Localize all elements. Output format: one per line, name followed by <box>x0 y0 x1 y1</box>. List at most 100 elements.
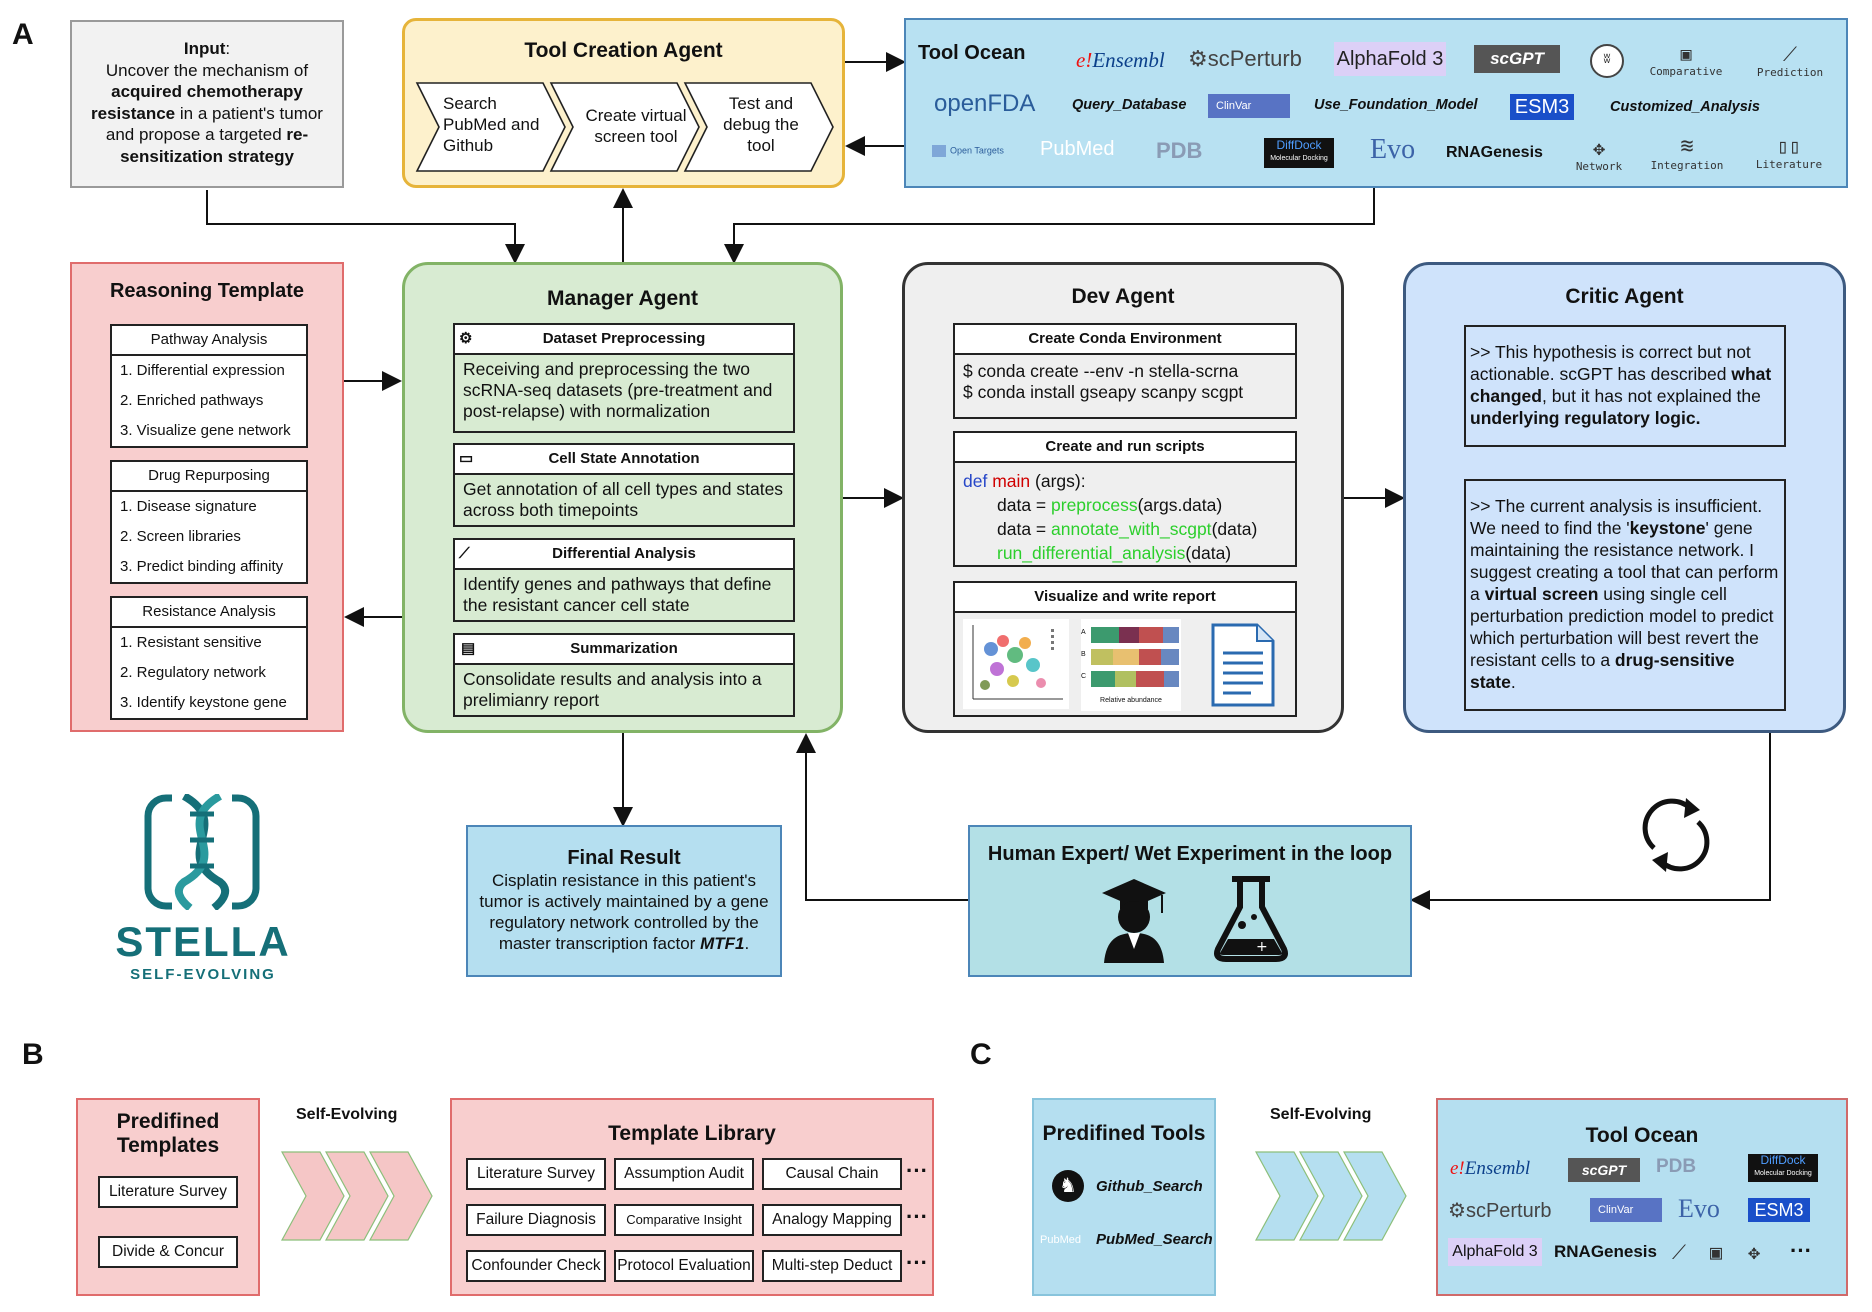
template-step: 3. Identify keystone gene <box>120 694 287 711</box>
dev-scripts-section: Create and run scripts def main (args): … <box>953 431 1297 567</box>
evo-logo: Evo <box>1678 1194 1720 1223</box>
input-line3: in a patient's tumor <box>179 103 323 123</box>
input-label: Input <box>183 39 226 58</box>
rnagenesis-logo: RNAGenesis <box>1554 1242 1657 1261</box>
stella-tagline: SELF-EVOLVING <box>130 966 276 983</box>
manager-section-differential: ⟋Differential Analysis Identify genes an… <box>453 538 795 622</box>
comparative-icon: ▣Comparative <box>1649 44 1723 78</box>
critic-message-1: >> This hypothesis is correct but not ac… <box>1464 325 1786 447</box>
step-search: Search PubMed and Github <box>443 94 540 155</box>
tool-creation-agent: Tool Creation Agent Search PubMed and Gi… <box>402 18 845 188</box>
template-chip: Divide & Concur <box>98 1236 238 1268</box>
template-group-name: Resistance Analysis <box>112 598 306 628</box>
open-targets-logo: Open Targets <box>932 145 1004 157</box>
library-chip: Causal Chain <box>762 1158 902 1190</box>
pubmed-logo: PubMed <box>1040 138 1115 160</box>
dev-viz-section: Visualize and write report A B C Relativ… <box>953 581 1297 717</box>
svg-text:+: + <box>1256 939 1268 955</box>
prediction-icon: ⟋Prediction <box>1756 42 1824 79</box>
reasoning-title: Reasoning Template <box>109 280 305 302</box>
prediction-icon: ⟋ <box>1672 1240 1686 1264</box>
evo-logo: Evo <box>1370 134 1416 165</box>
bar-row-label: A <box>1081 629 1086 636</box>
template-chip: Literature Survey <box>98 1176 238 1208</box>
bar-row-label: C <box>1081 673 1087 680</box>
human-expert-loop: Human Expert/ Wet Experiment in the loop… <box>968 825 1412 977</box>
alphafold-logo: AlphaFold 3 <box>1334 42 1446 76</box>
bar-row <box>1091 671 1180 687</box>
library-chip: Failure Diagnosis <box>466 1204 606 1236</box>
input-bold4: re- <box>286 125 309 144</box>
query-database-label: Query_Database <box>1072 97 1187 113</box>
section-head: Differential Analysis <box>552 545 696 562</box>
tool-creation-title: Tool Creation Agent <box>524 39 723 62</box>
clinvar-logo: ClinVar <box>1590 1198 1662 1222</box>
network-icon: ✥Network <box>1575 136 1623 173</box>
self-evolving-arrows-c <box>1254 1151 1407 1241</box>
tool-ocean-evolved-title: Tool Ocean <box>1585 1124 1699 1147</box>
esm3-logo: ESM3 <box>1510 94 1574 120</box>
manager-section-summarization: ▤Summarization Consolidate results and a… <box>453 633 795 717</box>
predefined-tools-title: Predifined Tools <box>1042 1122 1206 1145</box>
tool-creation-chevrons <box>415 82 834 172</box>
final-result: Final Result Cisplatin resistance in thi… <box>466 825 782 977</box>
template-step: 2. Screen libraries <box>120 528 241 545</box>
dna-helix-icon <box>144 794 260 910</box>
literature-icon: ▯▯Literature <box>1755 134 1823 171</box>
dev-agent: Dev Agent Create Conda Environment $ con… <box>902 262 1344 733</box>
template-step: 3. Predict binding affinity <box>120 558 284 575</box>
bar-row-label: B <box>1081 651 1086 658</box>
alphafold-logo: AlphaFold 3 <box>1448 1238 1542 1266</box>
critic-message-2: >> The current analysis is insufficient.… <box>1464 479 1786 711</box>
code-block: def main (args): data = preprocess(args.… <box>963 471 1258 563</box>
dev-conda-section: Create Conda Environment $ conda create … <box>953 323 1297 419</box>
manager-agent: Manager Agent ⚙Dataset Preprocessing Rec… <box>402 262 843 733</box>
stacked-bar-thumbnail: A B C Relative abundance <box>1081 619 1181 711</box>
library-chip: Confounder Check <box>466 1250 606 1282</box>
section-head: Dataset Preprocessing <box>542 330 706 347</box>
template-step: 1. Differential expression <box>120 362 285 379</box>
github-search-label: Github_Search <box>1096 1178 1203 1195</box>
library-more: ··· <box>906 1204 928 1229</box>
panel-label-c: C <box>970 1038 992 1071</box>
section-head: Cell State Annotation <box>548 450 700 467</box>
manager-section-preprocessing: ⚙Dataset Preprocessing Receiving and pre… <box>453 323 795 433</box>
predefined-tools: Predifined Tools ♞ Github_Search PubMed … <box>1032 1098 1216 1296</box>
section-body: Get annotation of all cell types and sta… <box>463 479 784 520</box>
scgpt-logo: scGPT <box>1474 45 1560 73</box>
library-more: ··· <box>906 1250 928 1275</box>
template-pathway-analysis: Pathway Analysis 1. Differential express… <box>110 324 308 448</box>
library-chip: Protocol Evaluation <box>614 1250 754 1282</box>
final-body: Cisplatin resistance in this patient's t… <box>479 871 769 953</box>
template-step: 2. Regulatory network <box>120 664 266 681</box>
bar-axis-label: Relative abundance <box>1100 697 1162 704</box>
predefined-templates: Predifined Templates Literature Survey D… <box>76 1098 260 1296</box>
input-line1: Uncover the mechanism of <box>105 60 309 80</box>
bar-row <box>1091 627 1179 643</box>
chat-icon: ▭ <box>459 450 474 467</box>
umap-scatter-thumbnail <box>963 619 1069 709</box>
ensembl-logo: e!Ensembl <box>1450 1158 1531 1179</box>
step-test: Test and debug the tool <box>723 94 799 155</box>
tools-more: ··· <box>1790 1238 1812 1263</box>
openfda-logo: openFDA <box>934 90 1036 117</box>
customized-analysis-label: Customized_Analysis <box>1610 99 1760 115</box>
graduate-icon <box>1102 879 1166 963</box>
critic-agent: Critic Agent >> This hypothesis is corre… <box>1403 262 1846 733</box>
input-line4: and propose a targeted <box>105 125 282 144</box>
panel-label-a: A <box>12 18 34 51</box>
section-body: Receiving and preprocessing the two scRN… <box>463 359 773 421</box>
clinvar-logo: ClinVar <box>1208 94 1290 118</box>
template-step: 2. Enriched pathways <box>120 392 264 409</box>
library-chip: Analogy Mapping <box>762 1204 902 1236</box>
viz-head: Visualize and write report <box>955 583 1295 613</box>
pubmed-small-icon: PubMed <box>1040 1234 1081 1246</box>
scripts-head: Create and run scripts <box>955 433 1295 463</box>
template-step: 1. Disease signature <box>120 498 257 515</box>
pdb-logo: PDB <box>1156 138 1203 163</box>
library-chip: Assumption Audit <box>614 1158 754 1190</box>
tool-ocean-title: Tool Ocean <box>918 42 1026 64</box>
conda-head: Create Conda Environment <box>955 325 1295 355</box>
stella-logo: STELLA SELF-EVOLVING <box>90 782 316 1004</box>
manager-title: Manager Agent <box>547 287 698 310</box>
